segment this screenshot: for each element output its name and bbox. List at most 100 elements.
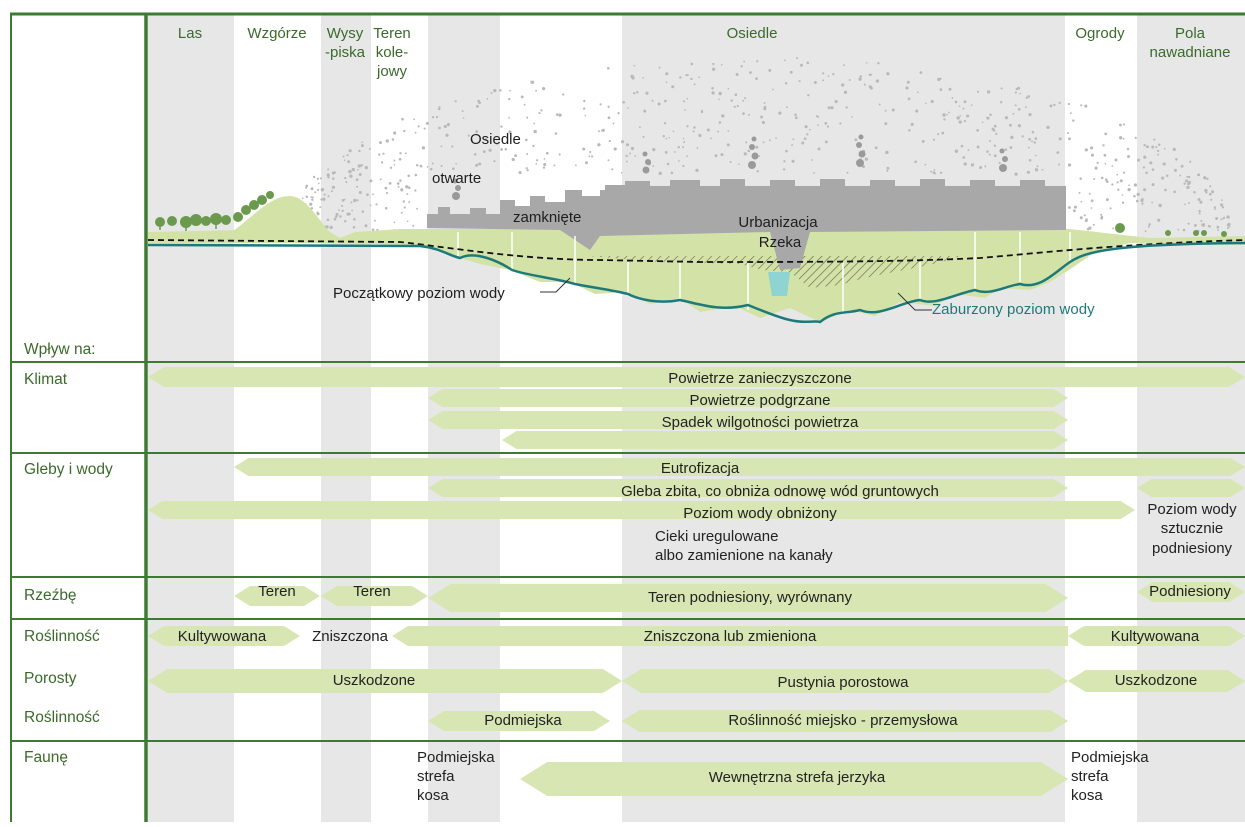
pollution-dot — [320, 188, 325, 192]
impact-arrow — [148, 626, 300, 646]
row-klimat: Klimat — [24, 371, 68, 388]
pollution-dot — [542, 166, 546, 169]
pollution-dot — [817, 124, 819, 126]
pollution-dot — [874, 146, 878, 150]
pollution-dot — [740, 65, 743, 68]
pollution-dot — [998, 161, 1001, 164]
pollution-dot — [368, 148, 371, 150]
pollution-dot — [718, 121, 722, 124]
pollution-dot — [963, 120, 966, 123]
pollution-dot — [843, 90, 848, 94]
pollution-dot — [1033, 141, 1037, 144]
pollution-dot — [351, 209, 354, 212]
pollution-dot — [356, 199, 359, 202]
pollution-dot — [335, 212, 339, 216]
pollution-dot — [1210, 198, 1213, 201]
pollution-dot — [924, 102, 927, 105]
pollution-dot — [1157, 218, 1161, 222]
pollution-dot — [743, 152, 747, 156]
pollution-dot — [803, 137, 807, 141]
pollution-dot — [884, 109, 887, 112]
pollution-dot — [1144, 230, 1147, 233]
pollution-dot — [865, 62, 868, 64]
pollution-dot — [376, 228, 379, 232]
pollution-dot — [1140, 198, 1144, 203]
pollution-dot — [426, 166, 429, 168]
pollution-dot — [817, 116, 820, 118]
pollution-dot — [734, 93, 738, 97]
impact-arrow — [428, 411, 1068, 429]
pollution-dot — [1058, 101, 1061, 104]
pollution-dot — [346, 154, 349, 157]
pollution-dot — [535, 159, 539, 162]
pollution-dot — [1067, 206, 1071, 209]
pollution-dot — [317, 182, 320, 185]
pollution-dot — [1187, 222, 1190, 225]
label-urbanizacja: Urbanizacja — [738, 214, 818, 231]
pollution-dot — [1208, 192, 1212, 196]
pollution-dot — [1004, 116, 1009, 120]
pollution-dot — [686, 155, 688, 158]
pollution-dot — [1226, 215, 1230, 219]
lbl-cieki-2: albo zamienione na kanały — [655, 547, 833, 564]
pollution-dot — [679, 76, 682, 79]
pollution-dot — [309, 202, 313, 206]
label-rzeka: Rzeka — [759, 234, 802, 251]
pollution-dot — [360, 144, 364, 148]
pollution-dot — [657, 102, 661, 106]
pollution-dot — [1085, 218, 1088, 221]
pollution-dot — [554, 132, 558, 135]
pollution-dot — [316, 177, 320, 180]
pollution-dot — [622, 100, 626, 104]
pollution-dot — [693, 126, 696, 129]
pollution-dot — [958, 120, 962, 124]
pollution-dot — [310, 187, 314, 191]
pollution-dot — [848, 79, 851, 81]
pollution-dot — [511, 157, 515, 162]
pollution-dot — [384, 206, 388, 210]
pollution-dot — [905, 86, 909, 90]
pollution-dot — [794, 116, 798, 120]
pollution-dot — [588, 155, 591, 158]
pollution-dot — [1017, 107, 1021, 111]
pollution-dot — [1221, 206, 1225, 209]
pollution-dot — [305, 195, 309, 199]
pollution-dot — [611, 168, 614, 171]
pollution-dot — [419, 164, 423, 168]
pollution-dot — [496, 143, 499, 146]
pollution-dot — [384, 186, 388, 190]
pollution-dot — [690, 62, 694, 66]
pollution-dot — [1112, 227, 1115, 230]
pollution-dot — [1122, 137, 1125, 140]
pollution-dot — [417, 125, 420, 128]
pollution-dot — [1080, 104, 1083, 107]
pollution-dot — [1103, 153, 1107, 157]
pollution-dot — [533, 129, 537, 134]
pollution-dot — [415, 164, 419, 167]
pollution-dot — [1135, 199, 1139, 203]
pollution-dot — [954, 149, 959, 153]
pollution-dot — [995, 132, 998, 136]
row-separators — [10, 361, 1245, 742]
pollution-dot — [378, 153, 381, 156]
pollution-dot — [737, 163, 740, 166]
pollution-dot — [366, 193, 369, 197]
pollution-dot — [726, 143, 730, 147]
impact-arrow — [321, 586, 428, 606]
pollution-dot — [943, 118, 946, 121]
pollution-dot — [364, 165, 368, 170]
pollution-dot — [1128, 184, 1130, 187]
pollution-dot — [642, 135, 645, 138]
pollution-dot — [942, 113, 946, 117]
pollution-dot — [671, 85, 675, 89]
pollution-dot — [851, 116, 853, 118]
pollution-dot — [493, 160, 496, 163]
pollution-dot — [755, 77, 758, 80]
river-water — [768, 272, 790, 296]
pollution-dot — [682, 164, 685, 168]
pollution-dot — [1137, 158, 1141, 162]
pollution-dot — [440, 145, 443, 148]
pollution-dot — [868, 85, 872, 89]
pollution-dot — [1028, 158, 1032, 162]
pollution-dot — [406, 193, 409, 195]
